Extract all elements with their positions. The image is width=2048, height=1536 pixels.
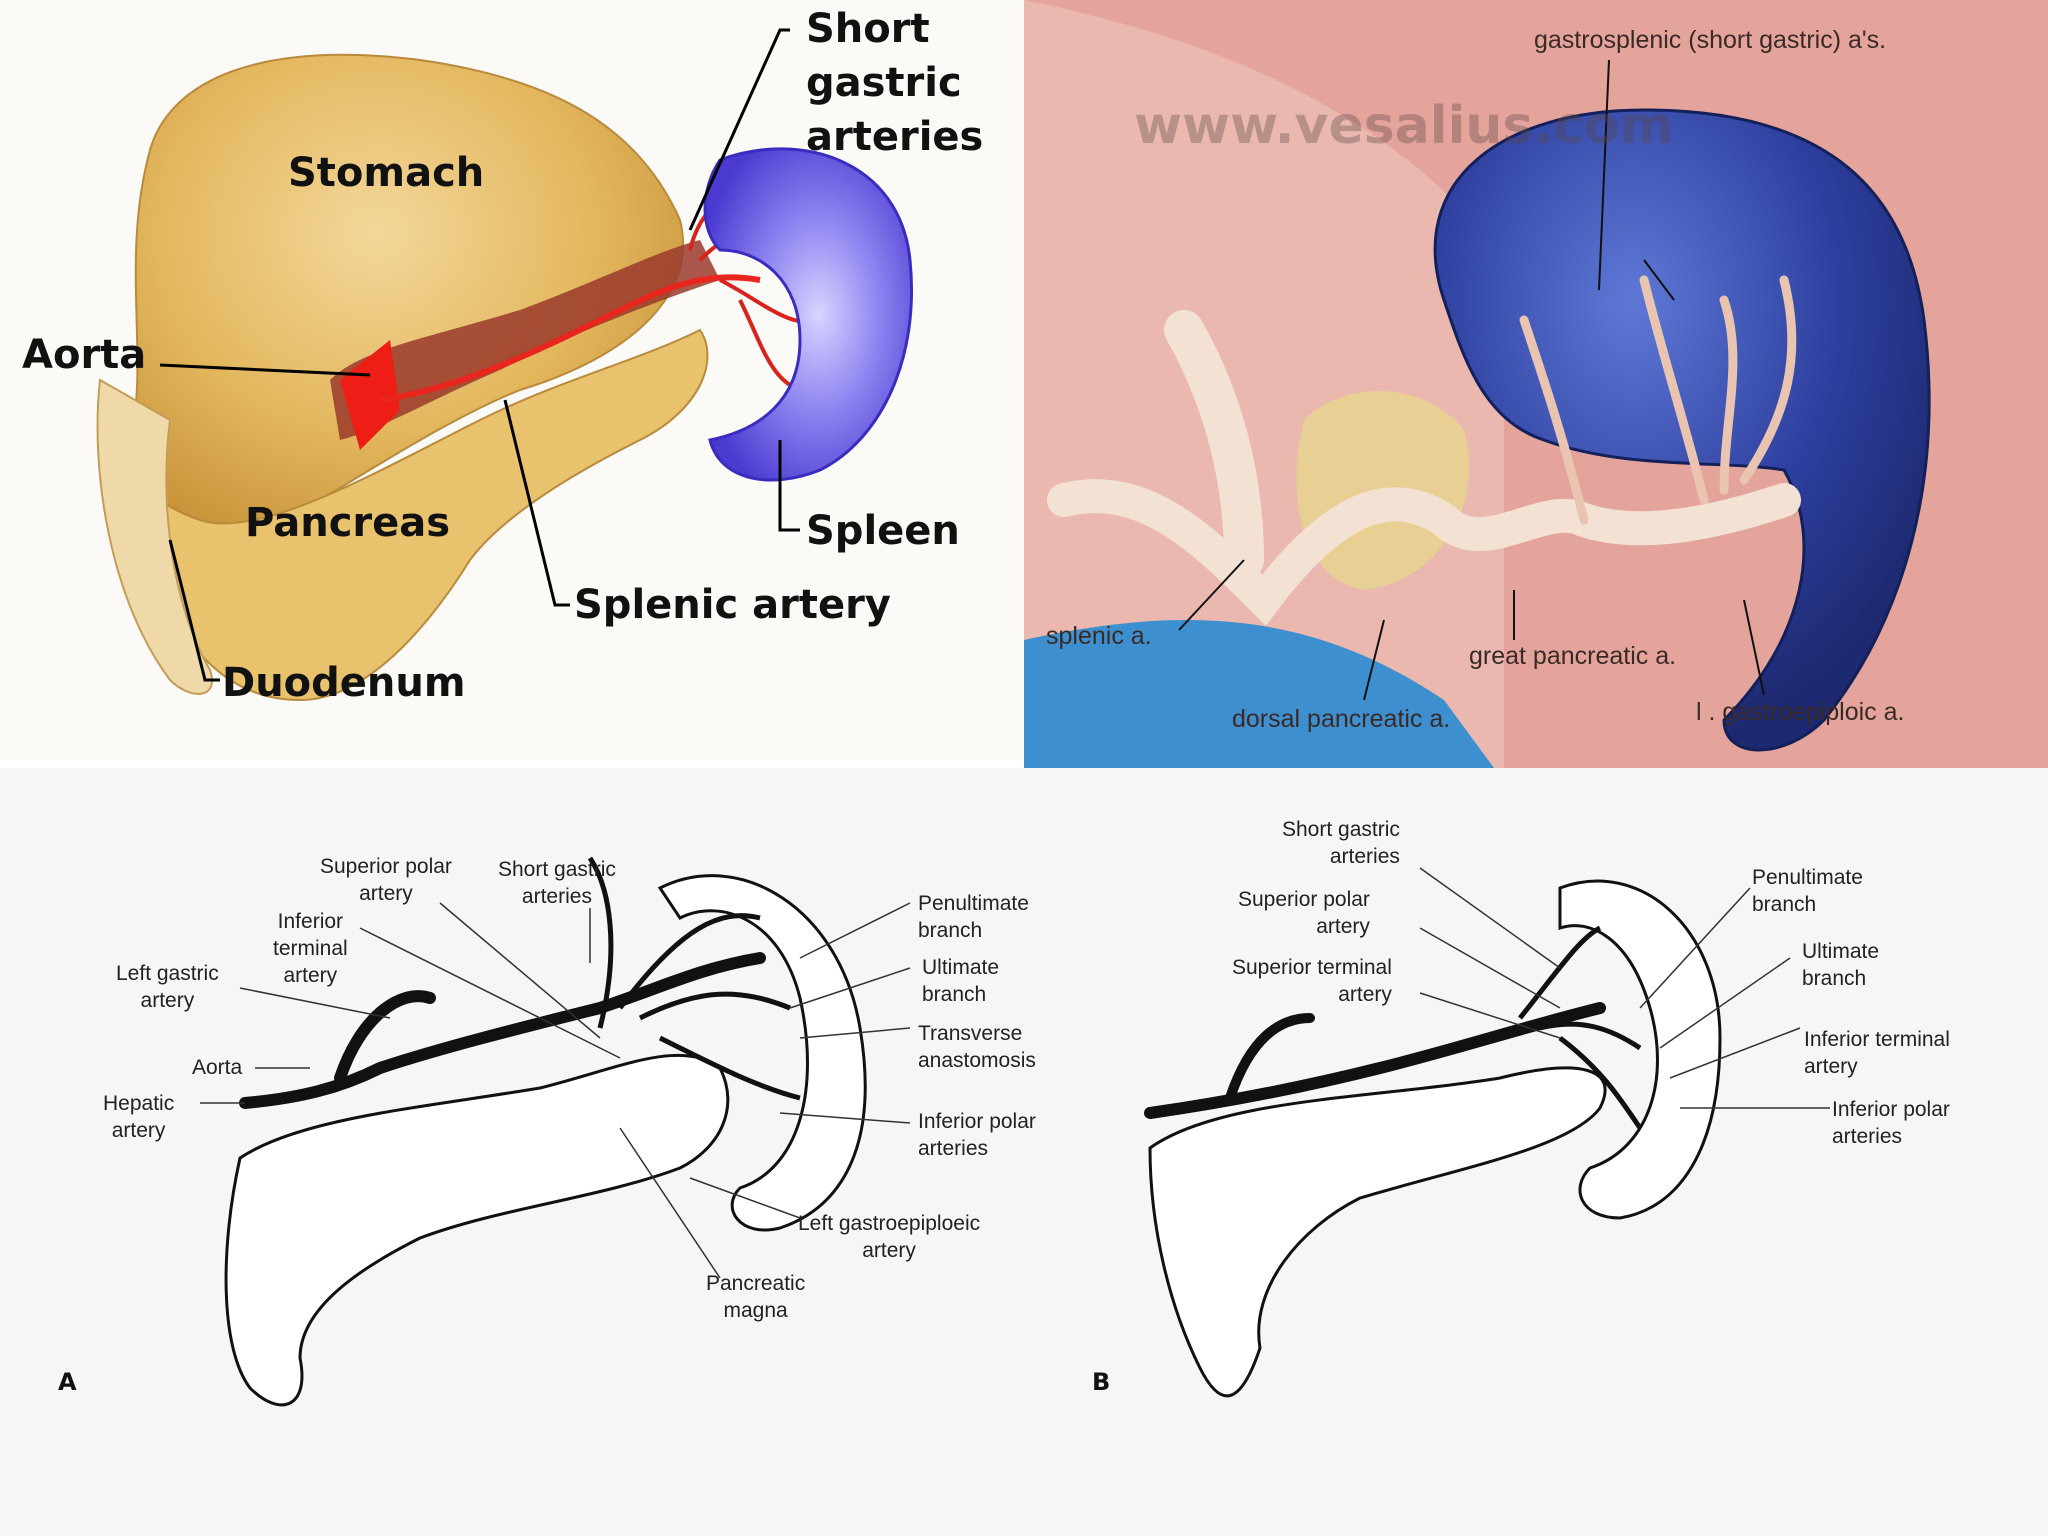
leader-splenic	[1178, 559, 1245, 631]
a-pancreas-outline	[224, 1053, 730, 1407]
panel-stomach-spleen-illustration: Short gastric arteries Stomach Aorta Pan…	[0, 0, 1024, 760]
leader-gastroepiploic	[1743, 599, 1765, 696]
a-label-inferior-terminal-artery: Inferior terminal artery	[273, 910, 348, 987]
a-label-pancreatic-magna: Pancreatic magna	[706, 1272, 806, 1322]
label-duodenum: Duodenum	[222, 660, 466, 706]
b-label-penultimate-branch: Penultimate branch	[1752, 866, 1863, 916]
b-label-short-gastric-arteries: Short gastric arteries	[1282, 818, 1400, 868]
b-label-inferior-polar-arteries: Inferior polar arteries	[1832, 1098, 1950, 1148]
leader-short-gastric	[688, 28, 790, 231]
b-label-superior-terminal-artery: Superior terminal artery	[1232, 956, 1392, 1006]
label-gastrosplenic-arteries: gastrosplenic (short gastric) a's.	[1534, 26, 1887, 54]
a-leader-lines	[200, 902, 911, 1279]
leader-gastrosplenic	[1598, 59, 1610, 291]
b-label-inferior-terminal-artery: Inferior terminal artery	[1804, 1028, 1950, 1078]
label-splenic-artery: Splenic artery	[574, 582, 891, 628]
a-splenic-artery	[239, 952, 766, 1109]
leader-aorta	[159, 363, 371, 377]
leader-splenic-artery	[503, 399, 570, 607]
a-splenic-branches	[587, 856, 801, 1101]
a-label-short-gastric-arteries: Short gastric arteries	[498, 858, 616, 908]
vesalius-drawing	[1024, 0, 2048, 768]
a-figure-letter: A	[58, 1368, 77, 1396]
splenic-artery-vessel	[379, 274, 761, 403]
label-dorsal-pancreatic-a: dorsal pancreatic a.	[1232, 705, 1451, 733]
leader-duodenum	[168, 539, 220, 682]
label-short-gastric-arteries: Short gastric arteries	[806, 6, 984, 160]
label-spleen: Spleen	[806, 508, 960, 554]
a-label-transverse-anastomosis: Transverse anastomosis	[918, 1022, 1036, 1072]
spleen-shape	[703, 147, 914, 482]
a-label-hepatic-artery: Hepatic artery	[103, 1092, 175, 1142]
b-label-superior-polar-artery: Superior polar artery	[1238, 888, 1370, 938]
watermark-vesalius: www.vesalius.com	[1134, 96, 1674, 156]
b-left-gastric-artery	[1225, 1013, 1315, 1103]
gastrosplenic-branches	[1519, 275, 1797, 525]
a-label-superior-polar-artery: Superior polar artery	[320, 855, 452, 905]
a-label-penultimate-branch: Penultimate branch	[918, 892, 1029, 942]
vein-shape	[1024, 620, 1494, 768]
b-label-ultimate-branch: Ultimate branch	[1802, 940, 1880, 990]
label-stomach: Stomach	[288, 150, 485, 196]
a-left-gastric-artery	[334, 990, 436, 1084]
b-pancreas-outline	[1148, 1066, 1607, 1398]
b-leader-lines	[1419, 867, 1830, 1109]
label-gastroepiploic-a: l . gastroepiploic a.	[1696, 698, 1905, 726]
panel-vesalius-illustration: www.vesalius.com gastrosplenic (short ga…	[1024, 0, 2048, 768]
label-splenic-a: splenic a.	[1046, 622, 1152, 650]
pancreas-shape	[129, 328, 709, 702]
a-label-inferior-polar-arteries: Inferior polar arteries	[918, 1110, 1036, 1160]
panel-line-drawings: Superior polar artery Short gastric arte…	[0, 768, 2048, 1536]
leader-dorsal-pancreatic	[1363, 619, 1385, 701]
a-spleen-outline	[657, 874, 867, 1232]
label-aorta: Aorta	[22, 332, 147, 378]
b-spleen-outline	[1558, 879, 1722, 1220]
line-drawings	[200, 856, 1830, 1407]
celiac-trunk	[1164, 310, 1264, 580]
b-splenic-branches	[1518, 925, 1643, 1130]
b-figure-letter: B	[1092, 1368, 1111, 1396]
label-great-pancreatic-a: great pancreatic a.	[1469, 642, 1677, 670]
duodenum-shape	[96, 378, 213, 695]
stomach-spleen-drawing	[96, 28, 914, 702]
b-splenic-artery	[1144, 1002, 1606, 1119]
splenic-artery-tortuous	[1047, 479, 1801, 626]
a-label-left-gastric-artery: Left gastric artery	[116, 962, 219, 1012]
aorta-shape	[340, 340, 400, 450]
a-label-aorta: Aorta	[192, 1056, 243, 1079]
a-label-left-gastroepiploeic-artery: Left gastroepiploeic artery	[798, 1212, 981, 1262]
label-pancreas: Pancreas	[245, 500, 451, 546]
a-label-ultimate-branch: Ultimate branch	[922, 956, 1000, 1006]
leader-spleen	[778, 440, 800, 532]
